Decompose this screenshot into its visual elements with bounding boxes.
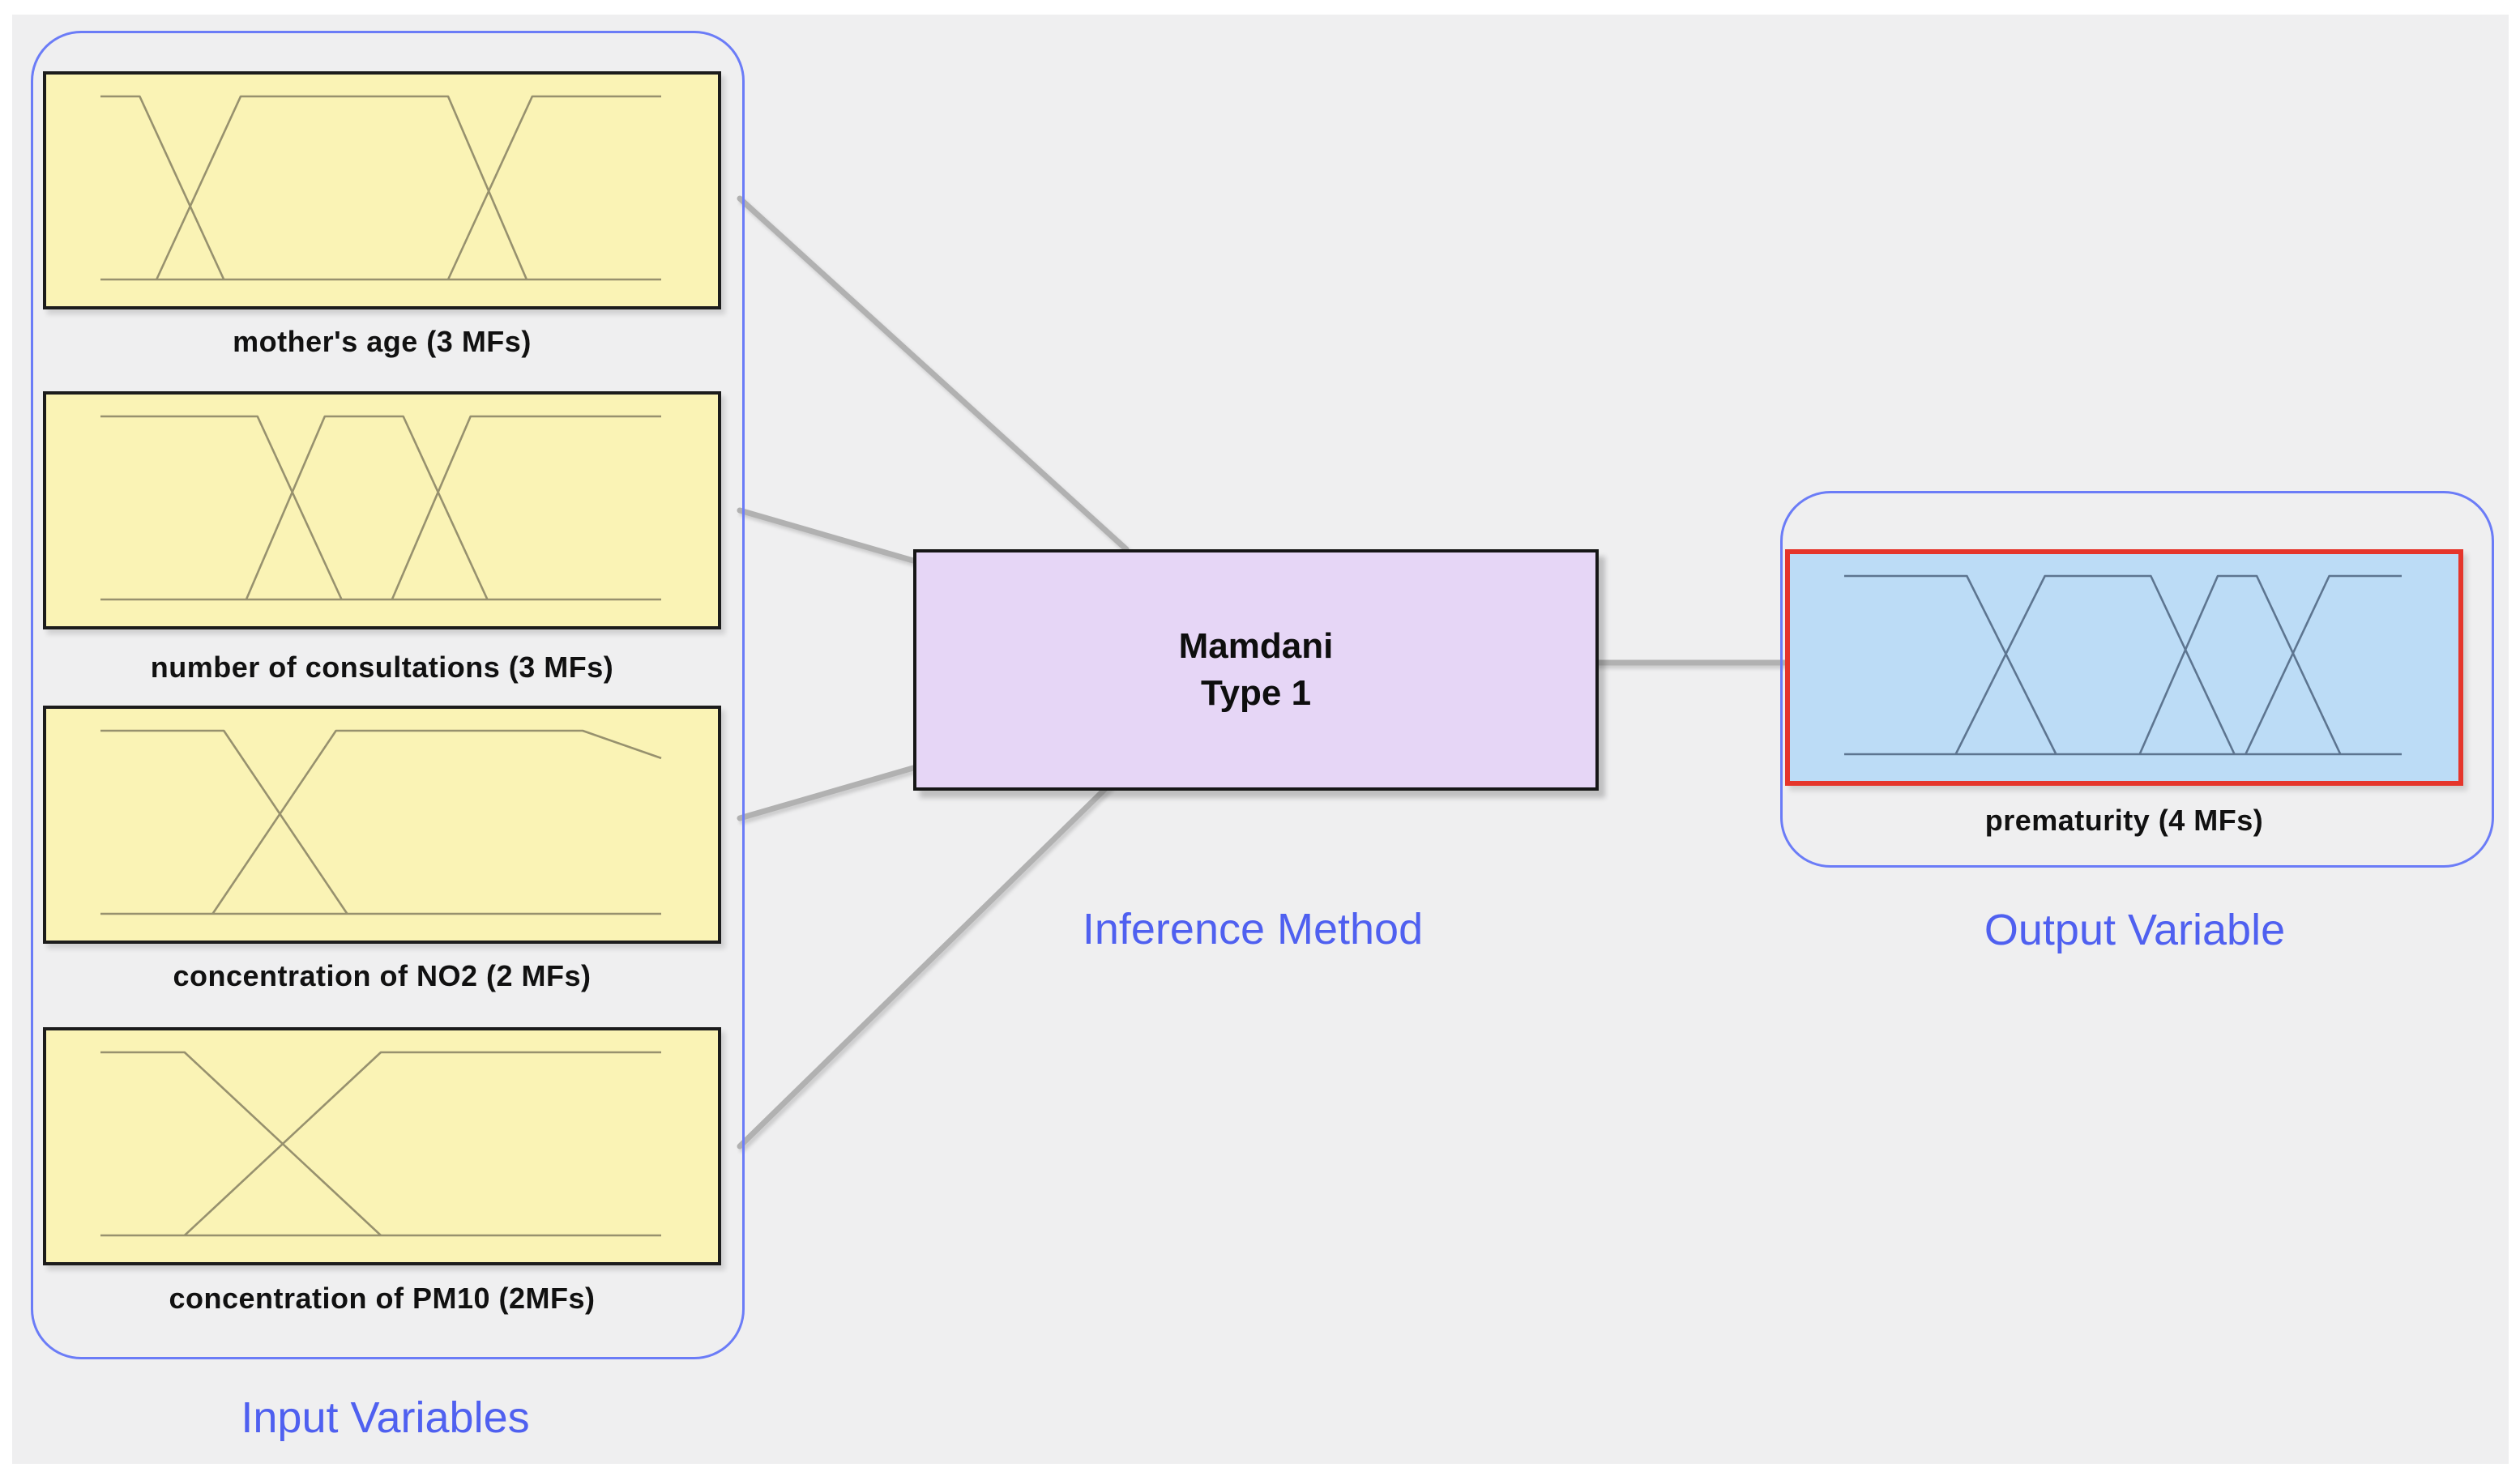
input-variables-container bbox=[31, 31, 745, 1359]
inference-box-title-line2: Type 1 bbox=[1200, 673, 1312, 713]
prematurity-mf-chart bbox=[1844, 574, 2402, 756]
input-variables-caption: Input Variables bbox=[241, 1393, 530, 1442]
prematurity-label: prematurity (4 MFs) bbox=[1984, 804, 2264, 837]
pm10-plot bbox=[43, 1027, 721, 1265]
mothers-age-label: mother's age (3 MFs) bbox=[233, 325, 532, 358]
consultations-label: number of consultations (3 MFs) bbox=[150, 651, 614, 684]
inference-box-title-line1: Mamdani bbox=[1178, 625, 1334, 666]
pm10-label: concentration of PM10 (2MFs) bbox=[169, 1282, 596, 1315]
no2-mf-chart bbox=[100, 729, 662, 915]
consultations-plot bbox=[43, 391, 721, 629]
inference-method-caption: Inference Method bbox=[1082, 905, 1424, 953]
output-variable-caption: Output Variable bbox=[1984, 906, 2286, 954]
inference-box: Mamdani Type 1 bbox=[913, 549, 1599, 791]
mothers-age-mf-chart bbox=[100, 95, 661, 281]
no2-label: concentration of NO2 (2 MFs) bbox=[173, 959, 592, 992]
pm10-mf-chart bbox=[100, 1051, 661, 1237]
mothers-age-plot bbox=[43, 71, 721, 309]
prematurity-plot bbox=[1785, 549, 2463, 786]
no2-plot bbox=[43, 706, 721, 944]
output-variable-container bbox=[1780, 491, 2494, 868]
consultations-mf-chart bbox=[100, 415, 661, 601]
